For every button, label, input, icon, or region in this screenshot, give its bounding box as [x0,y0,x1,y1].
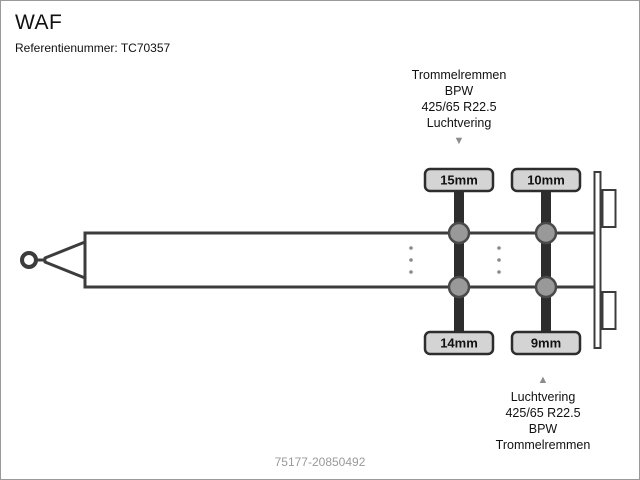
rear-axle-spec: ▲ Luchtvering 425/65 R22.5 BPW Trommelre… [438,373,639,453]
wheel-axle2-bottom [534,275,558,299]
tread-value: 14mm [440,336,478,351]
wheel-axle1-bottom [447,275,471,299]
chassis-frame [83,231,601,289]
spec-line-tyre-size: 425/65 R22.5 [421,100,497,114]
spec-line-tyre-size: 425/65 R22.5 [505,406,581,420]
watermark-id: 75177-20850492 [274,455,366,469]
tread-box-axle2-bottom: 9mm [510,330,582,356]
axle-2 [541,191,551,333]
spec-line-suspension: Luchtvering [426,116,492,130]
tread-value: 15mm [440,173,478,188]
arrow-down-icon: ▼ [453,135,465,147]
crossmember-dots [409,246,501,274]
axle-1 [454,191,464,333]
reference-number: Referentienummer: TC70357 [15,41,171,55]
wheel-axle1-top [447,221,471,245]
tread-value: 9mm [531,336,561,351]
spec-line-make: BPW [528,422,558,436]
spec-line-make: BPW [444,84,474,98]
drawbar [20,240,87,280]
tread-box-axle2-top: 10mm [510,167,582,193]
arrow-up-icon: ▲ [537,374,549,386]
spec-line-brakes: Trommelremmen [495,438,591,452]
spec-line-brakes: Trommelremmen [411,68,507,82]
wheel-axle2-top [534,221,558,245]
front-axle-spec: Trommelremmen BPW 425/65 R22.5 Luchtveri… [349,67,569,148]
tread-value: 10mm [527,173,565,188]
tread-box-axle1-top: 15mm [423,167,495,193]
rear-crossmember [593,171,617,349]
brand-title: WAF [15,11,63,34]
tow-eye [20,251,38,269]
spec-line-suspension: Luchtvering [510,390,576,404]
tread-box-axle1-bottom: 14mm [423,330,495,356]
